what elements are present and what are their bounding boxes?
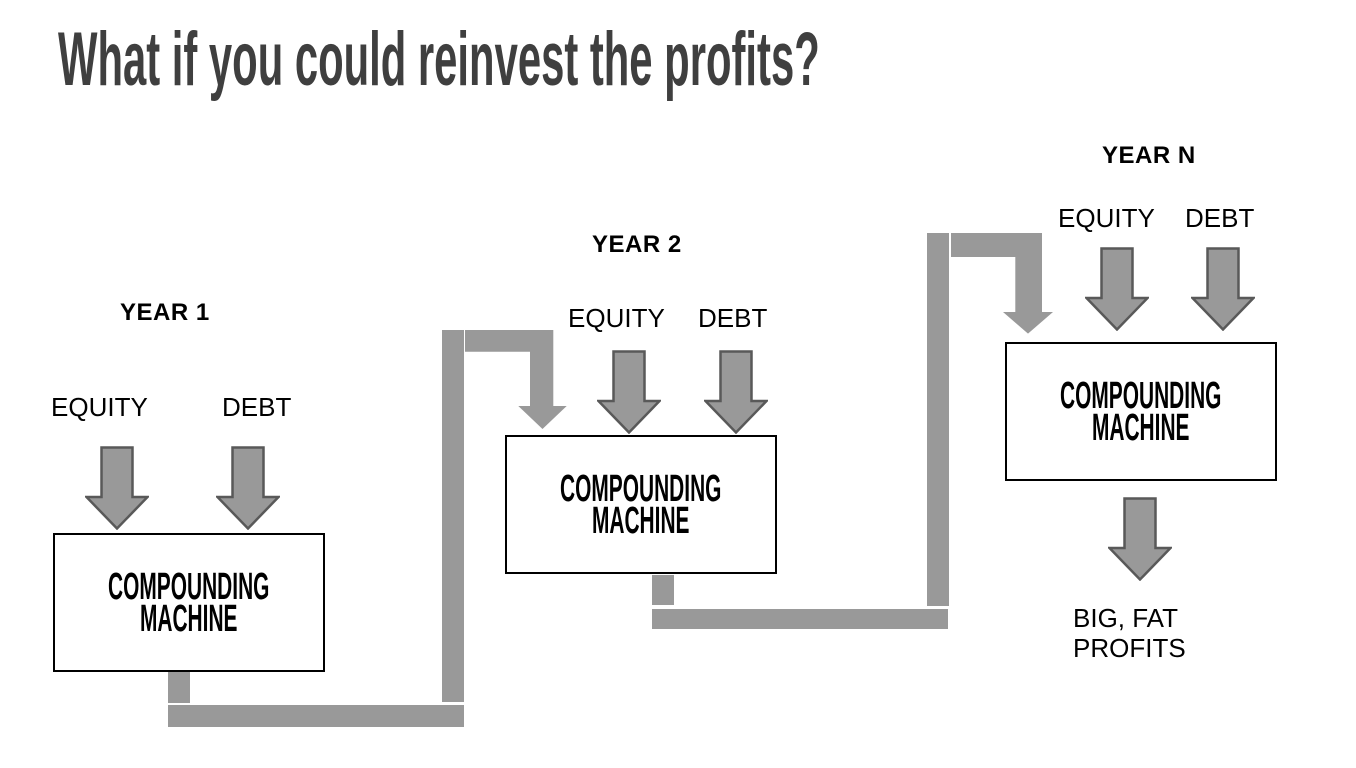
- year2-compounding-machine-box: COMPOUNDING MACHINE: [505, 435, 777, 574]
- year1-equity-label: EQUITY: [51, 392, 148, 422]
- pipe-yearN-inlet-arrow-icon: [951, 233, 1053, 334]
- pipe-year2-output-stub: [652, 575, 674, 605]
- year2-debt-label: DEBT: [698, 303, 768, 333]
- year1-debt-label: DEBT: [222, 392, 292, 422]
- year2-label: YEAR 2: [592, 231, 682, 258]
- pipe-year1-vertical-riser: [442, 330, 464, 702]
- year2-machine-label: COMPOUNDING MACHINE: [560, 467, 722, 542]
- year1-machine-label: COMPOUNDING MACHINE: [108, 565, 270, 640]
- yearN-equity-label: EQUITY: [1058, 203, 1155, 233]
- year1-equity-arrow-icon: [85, 446, 149, 530]
- year2-equity-label: EQUITY: [568, 303, 665, 333]
- year1-compounding-machine-box: COMPOUNDING MACHINE: [53, 533, 325, 672]
- yearN-label: YEAR N: [1102, 142, 1196, 169]
- pipe-year2-inlet-arrow-icon: [465, 330, 567, 429]
- pipe-year2-vertical-riser: [927, 233, 949, 606]
- yearN-machine-label: COMPOUNDING MACHINE: [1060, 374, 1222, 449]
- yearN-profits-arrow-icon: [1108, 497, 1172, 581]
- yearN-equity-arrow-icon: [1085, 247, 1149, 331]
- page-title: What if you could reinvest the profits?: [58, 17, 820, 102]
- yearN-debt-arrow-icon: [1191, 247, 1255, 331]
- pipe-year1-horizontal: [168, 705, 464, 727]
- profits-label: BIG, FAT PROFITS: [1073, 603, 1186, 663]
- yearN-debt-label: DEBT: [1185, 203, 1255, 233]
- pipe-year2-horizontal: [652, 609, 948, 629]
- year1-label: YEAR 1: [120, 299, 210, 326]
- year2-debt-arrow-icon: [704, 350, 768, 434]
- pipe-year1-output-stub: [168, 672, 190, 703]
- year2-equity-arrow-icon: [597, 350, 661, 434]
- yearN-compounding-machine-box: COMPOUNDING MACHINE: [1005, 342, 1277, 481]
- year1-debt-arrow-icon: [216, 446, 280, 530]
